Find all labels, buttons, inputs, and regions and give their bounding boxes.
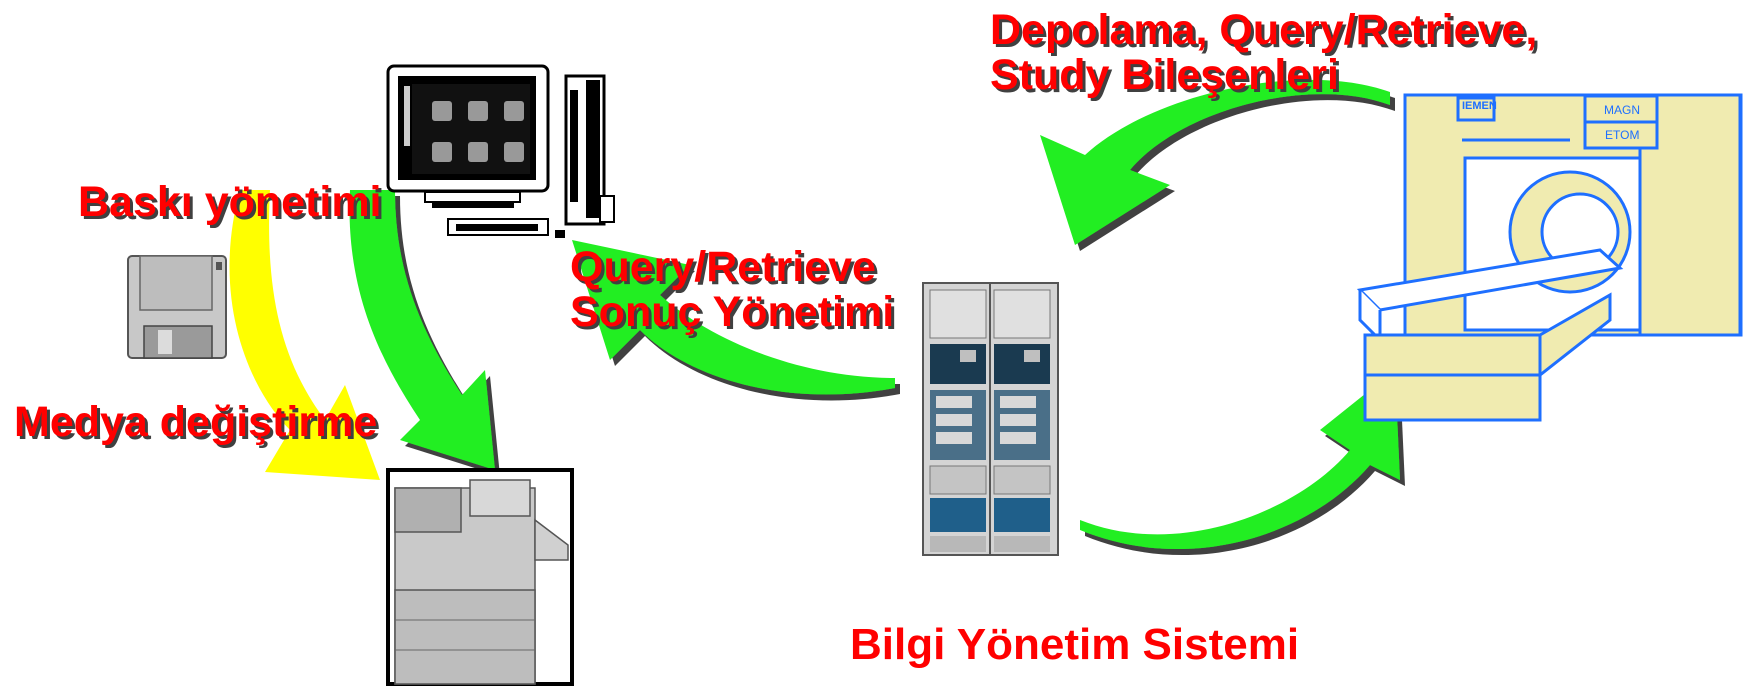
query-label-line1: Query/Retrieve <box>570 243 876 291</box>
query-label: Query/Retrieve Sonuç Yönetimi <box>570 243 895 337</box>
storage-label-line2: Study Bileşenleri <box>990 51 1339 100</box>
system-caption: Bilgi Yönetim Sistemi <box>850 620 1300 669</box>
storage-label: Depolama, Query/Retrieve, Study Bileşenl… <box>990 6 1538 100</box>
mri-scanner-icon <box>1356 93 1743 422</box>
print-management-label: Baskı yönetimi <box>78 178 382 226</box>
query-label-line2: Sonuç Yönetimi <box>570 288 895 337</box>
scanner-tag-magn: MAGN <box>1604 103 1640 117</box>
query-arrow <box>572 240 895 395</box>
printer-icon <box>386 468 574 686</box>
media-interchange-label: Medya değiştirme <box>14 398 378 446</box>
media-arrow <box>229 190 380 480</box>
storage-label-line1: Depolama, Query/Retrieve, <box>990 6 1538 54</box>
server-rack-icon <box>922 282 1059 556</box>
return-arrow <box>1080 370 1400 550</box>
floppy-disk-icon <box>127 255 227 359</box>
scanner-logo: IEMEN <box>1462 100 1497 112</box>
storage-arrow <box>1040 79 1390 246</box>
workstation-icon <box>386 64 615 238</box>
print-arrow <box>349 190 495 470</box>
scanner-tag-etom: ETOM <box>1605 128 1640 142</box>
